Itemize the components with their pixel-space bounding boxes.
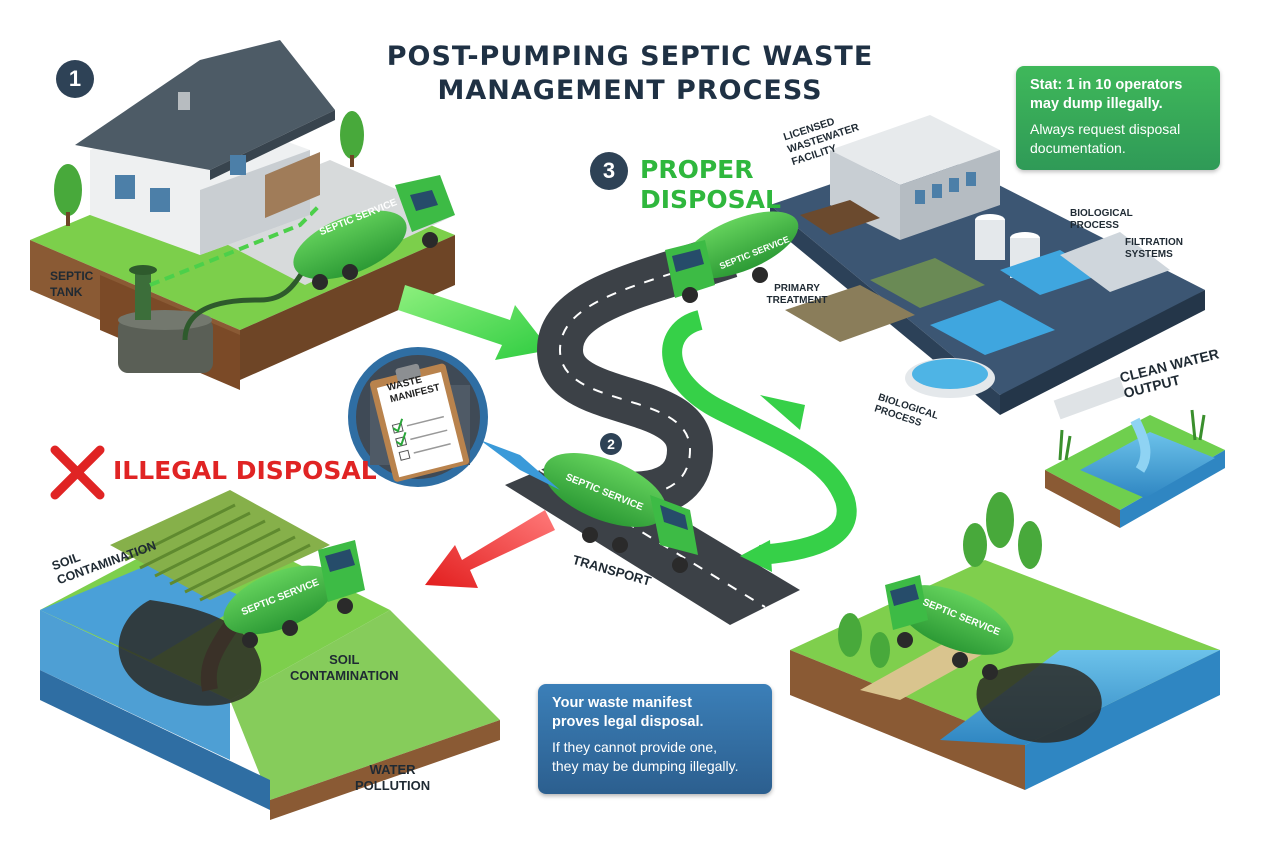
- label-septic: SEPTIC: [50, 269, 94, 283]
- label-pollution: POLLUTION: [355, 778, 431, 793]
- facility-platform: [770, 115, 1205, 420]
- step-badge-2: 2: [600, 433, 622, 455]
- title-line-1: POST-PUMPING SEPTIC WASTE: [386, 41, 874, 72]
- proper-line-1: PROPER: [640, 155, 754, 184]
- manifest-callout-line-1: Your waste manifest: [552, 695, 692, 711]
- manifest-callout-line-4: they may be dumping illegally.: [552, 758, 739, 774]
- step-badge-1: 1: [56, 60, 94, 98]
- manifest-callout-line-2: proves legal disposal.: [552, 714, 704, 730]
- label-water-pollution: WATER POLLUTION: [355, 762, 430, 794]
- label-septic-tank: SEPTIC TANK: [50, 268, 93, 300]
- label-tank: TANK: [50, 285, 83, 299]
- illegal-arrow: [425, 510, 555, 588]
- label-systems: SYSTEMS: [1125, 249, 1173, 260]
- stat-callout: Stat: 1 in 10 operators may dump illegal…: [1016, 66, 1220, 170]
- truck-transport: [543, 453, 698, 573]
- illegal-disposal-heading: ILLEGAL DISPOSAL: [113, 456, 377, 485]
- x-icon: [50, 445, 105, 500]
- truck-illegal-right: [885, 575, 1014, 680]
- flow-arrow-house-to-road: [398, 285, 550, 360]
- label-primary-treatment: PRIMARY TREATMENT: [766, 283, 828, 306]
- stat-line-2: may dump illegally.: [1030, 96, 1163, 112]
- title-line-2: MANAGEMENT PROCESS: [437, 75, 823, 106]
- label-process-1: PROCESS: [1070, 220, 1119, 231]
- proper-line-2: DISPOSAL: [640, 185, 781, 214]
- manifest-magnifier: [348, 347, 560, 490]
- road: [505, 233, 800, 625]
- manifest-callout: Your waste manifest proves legal disposa…: [538, 684, 772, 794]
- label-water: WATER: [369, 762, 416, 777]
- truck-house: [293, 175, 455, 290]
- label-biological-1: BIOLOGICAL: [1070, 208, 1133, 219]
- page-title: POST-PUMPING SEPTIC WASTE MANAGEMENT PRO…: [330, 40, 930, 108]
- label-soil-2: SOIL: [329, 652, 360, 667]
- stat-line-1: Stat: 1 in 10 operators: [1030, 77, 1183, 93]
- label-filtration: FILTRATION: [1125, 237, 1183, 248]
- label-contamination-2: CONTAMINATION: [290, 668, 399, 683]
- label-biological-process-top: BIOLOGICAL PROCESS: [1070, 208, 1133, 232]
- truck-facility: [665, 211, 799, 303]
- flow-arrow-facility-loop: [662, 310, 857, 572]
- label-soil-contamination-mid: SOIL CONTAMINATION: [290, 652, 399, 684]
- proper-disposal-heading: PROPER DISPOSAL: [640, 155, 781, 215]
- step-badge-3: 3: [590, 152, 628, 190]
- truck-illegal-left: [223, 540, 365, 648]
- stat-line-3: Always request disposal: [1030, 121, 1181, 137]
- clean-water-scene: [1045, 409, 1225, 528]
- illegal-scene-left: [40, 490, 500, 820]
- manifest-callout-line-3: If they cannot provide one,: [552, 739, 717, 755]
- label-filtration-systems: FILTRATION SYSTEMS: [1125, 237, 1183, 261]
- stat-line-4: documentation.: [1030, 140, 1126, 156]
